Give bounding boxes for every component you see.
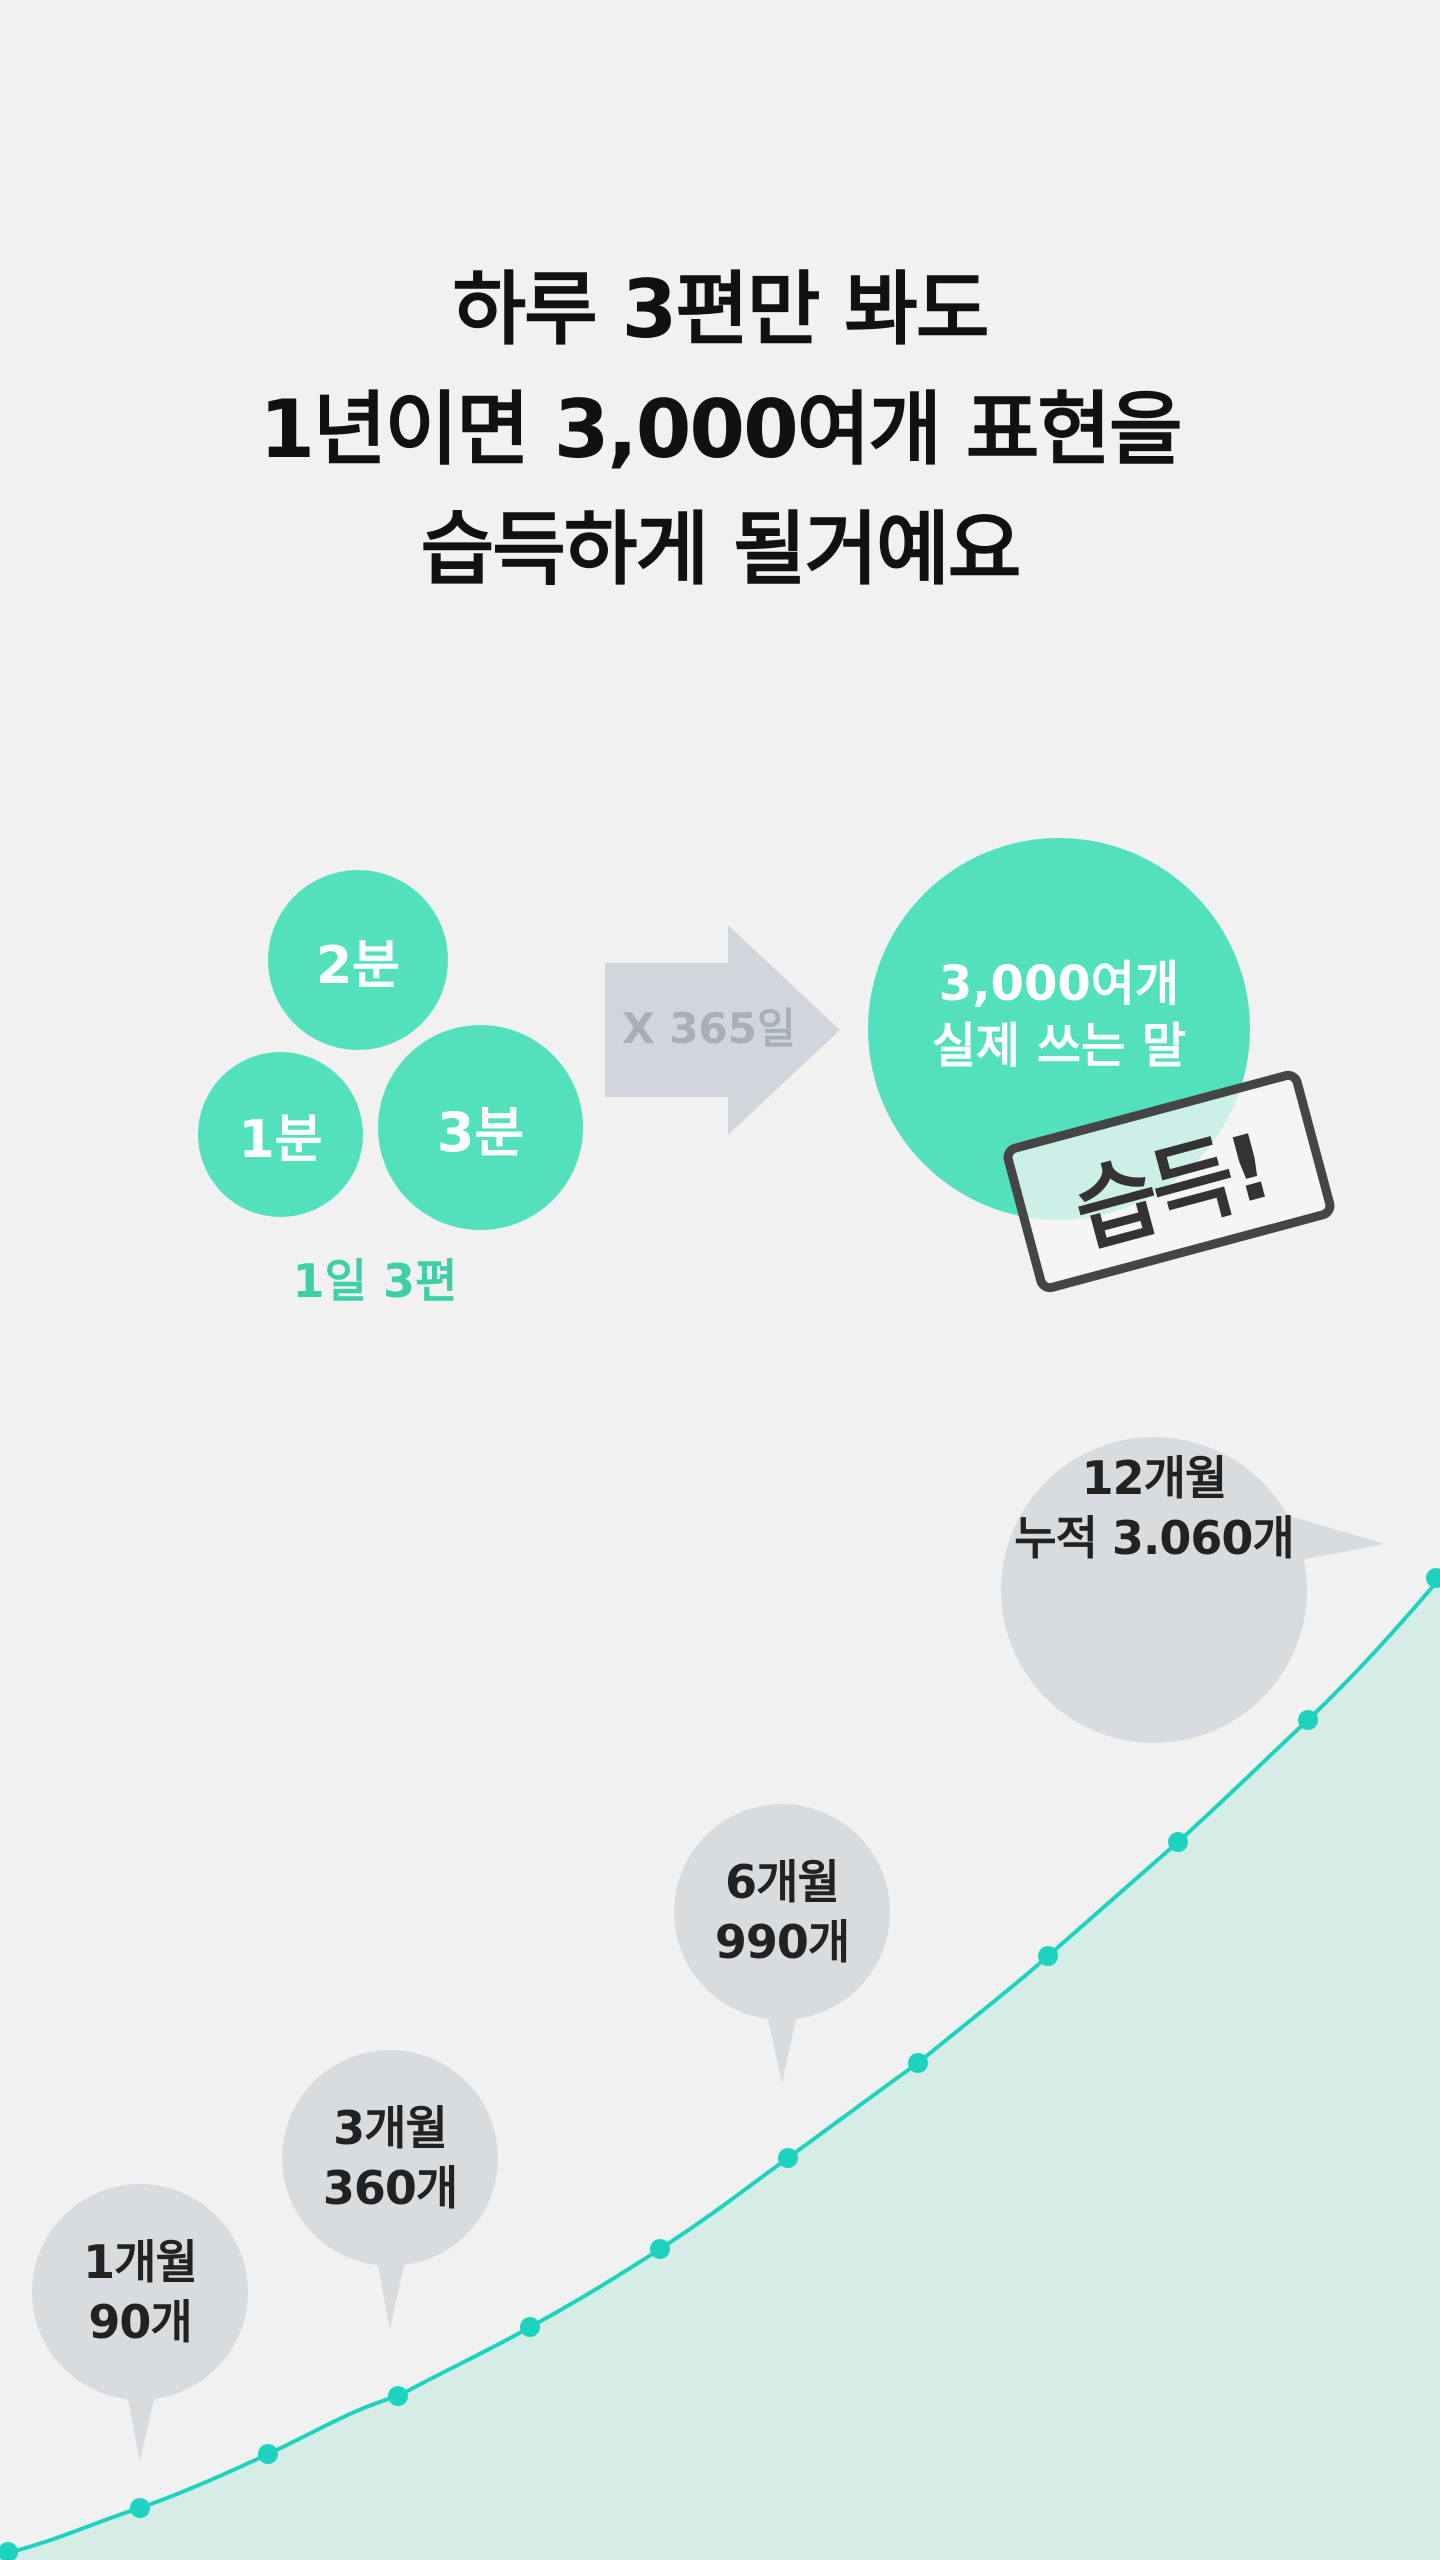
bubble-3-months <box>282 2050 498 2330</box>
curve-point <box>650 2239 670 2259</box>
milestone-count: 360개 <box>322 2161 458 2215</box>
curve-point <box>1168 1832 1188 1852</box>
milestone-period: 6개월 <box>725 1855 840 1909</box>
milestone-6-months: 6개월 990개 <box>672 1852 892 1972</box>
curve-point <box>388 2386 408 2406</box>
milestone-1-month: 1개월 90개 <box>30 2232 250 2352</box>
result-line-1: 3,000여개 <box>938 956 1180 1012</box>
milestone-count: 990개 <box>714 1915 850 1969</box>
curve-point <box>258 2444 278 2464</box>
result-line-2: 실제 쓰는 말 <box>931 1018 1187 1074</box>
growth-area <box>0 1578 1440 2560</box>
circle-3min-label: 3분 <box>436 1101 525 1164</box>
milestone-count: 90개 <box>88 2295 192 2349</box>
circle-2min-label: 2분 <box>315 935 401 996</box>
multiplier-label: X 365일 <box>622 1004 796 1053</box>
milestone-period: 3개월 <box>333 2101 448 2155</box>
curve-point <box>1426 1568 1440 1588</box>
bubble-12-months <box>1001 1437 1385 1743</box>
circle-3min: 3분 <box>378 1025 583 1230</box>
milestone-3-months: 3개월 360개 <box>280 2098 500 2218</box>
milestone-12-months: 12개월 누적 3.060개 <box>1004 1448 1304 1568</box>
bubble-6-months <box>674 1804 890 2084</box>
per-day-label: 1일 3편 <box>292 1254 458 1308</box>
milestone-count: 누적 3.060개 <box>1014 1511 1294 1565</box>
milestone-period: 12개월 <box>1081 1451 1228 1505</box>
curve-point <box>1038 1946 1058 1966</box>
curve-point <box>520 2317 540 2337</box>
bubble-1-month <box>32 2184 248 2462</box>
curve-point <box>778 2148 798 2168</box>
curve-point <box>0 2542 18 2560</box>
circle-2min: 2분 <box>268 870 448 1050</box>
circle-1min-label: 1분 <box>238 1110 323 1170</box>
arrow-right-icon <box>605 925 840 1135</box>
headline: 하루 3편만 봐도 1년이면 3,000여개 표현을 습득하게 될거예요 <box>0 250 1440 610</box>
curve-point <box>130 2498 150 2518</box>
curve-point <box>1298 1710 1318 1730</box>
headline-line-1: 하루 3편만 봐도 <box>452 263 990 356</box>
headline-line-3: 습득하게 될거예요 <box>420 503 1022 596</box>
milestone-period: 1개월 <box>83 2235 198 2289</box>
curve-point <box>908 2053 928 2073</box>
circle-1min: 1분 <box>198 1052 363 1217</box>
headline-line-2: 1년이면 3,000여개 표현을 <box>259 383 1182 476</box>
